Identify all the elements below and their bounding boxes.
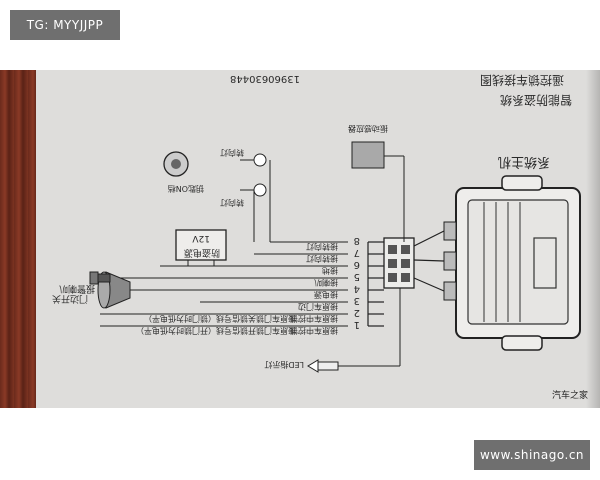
relay-label: 防盗电源 [184,247,220,259]
wire-label: 接原车中控锁 [290,314,338,324]
diagram-phone: 13960630448 [230,73,300,84]
relay-voltage: 12V [192,233,210,243]
wire-label: 接原车中控锁 [290,326,338,336]
main-connector [383,237,415,289]
host-label: 系统主机 [498,154,550,169]
wiring-diagram: 遥控锁车接线图 13960630448 智能防盗系统 系统主机 [36,70,600,408]
wire-bundle [367,241,384,327]
key-switch [163,151,189,177]
turn-lamp-label-left: 转向灯 [220,198,244,208]
diagram-heading: 智能防盗系统 [500,93,572,108]
siren-label: 报警喇叭 [59,283,95,295]
key-label: 钥匙ON档 [168,184,204,194]
led-indicator [307,288,401,373]
pin-number: 5 [354,271,360,282]
pin-number: 1 [354,319,360,330]
wire-label: 接电源 [314,290,338,300]
host-unit [443,175,581,351]
pin-number: 8 [354,235,360,246]
door-switch-label: 门边开关 [52,293,88,305]
lock-note-1: 接原车门锁开锁信号线（开门锁时为低电平） [136,326,296,336]
wire-label: 接原车门边 [298,302,338,312]
pin-number: 4 [354,283,360,294]
pin-number: 3 [354,295,360,306]
sensor-label: 振动感应器 [348,124,388,134]
power-relay [175,229,227,266]
wires [100,241,348,327]
photo: 遥控锁车接线图 13960630448 智能防盗系统 系统主机 [0,70,600,408]
wire-label: 接转向灯 [306,242,338,252]
photo-watermark: 汽车之家 [552,391,589,401]
turn-lamps [240,153,271,242]
turn-lamp-label-right: 转向灯 [220,148,244,158]
led-label: LED指示灯 [264,360,304,370]
telegram-tag: TG: MYYJJPP [10,10,120,40]
door-switch [89,271,111,285]
photo-edge-shadow [586,70,600,408]
lock-note-2: 接原车门锁关锁信号线（锁门时为低电平） [144,314,296,324]
pin-number: 7 [354,247,360,258]
site-watermark: www.shinago.cn [474,440,590,470]
wire-label: 接喇叭 [314,278,338,288]
pin-number: 2 [354,307,360,318]
vibration-sensor [351,141,405,242]
wire-label: 接地 [322,266,338,276]
wire-label: 接转向灯 [306,254,338,264]
wood-background [0,70,36,408]
pin-number: 6 [354,259,360,270]
wire-labels: 接原车中控锁 接原车中控锁 接原车门边 接电源 接喇叭 接地 接转向灯 接转向灯 [290,242,338,336]
pin-numbers: 1 2 3 4 5 6 7 8 [354,235,360,330]
diagram-title: 遥控锁车接线图 [480,73,564,88]
